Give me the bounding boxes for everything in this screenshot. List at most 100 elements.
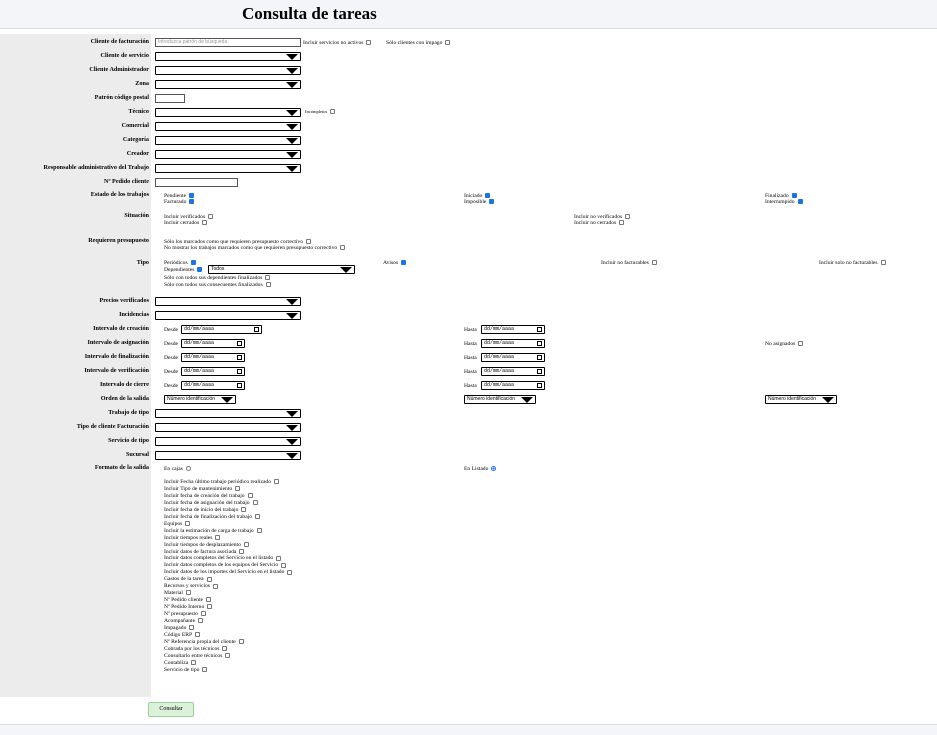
chevron-down-icon [286, 313, 298, 319]
cliente-facturacion-input[interactable]: Introduzca patrón de búsqueda [155, 38, 301, 47]
output-option-checkbox[interactable] [238, 639, 244, 645]
output-option-checkbox[interactable] [241, 507, 247, 513]
solo-impago-checkbox[interactable] [445, 40, 451, 46]
avisos-checkbox[interactable] [401, 260, 407, 266]
output-option-checkbox[interactable] [189, 625, 195, 631]
iniciado-checkbox[interactable] [485, 193, 491, 199]
trabajo-tipo-select[interactable] [155, 409, 301, 418]
incl-cerrados-checkbox[interactable] [202, 220, 208, 226]
finalizado-checkbox[interactable] [791, 193, 797, 199]
servicio-tipo-select[interactable] [155, 437, 301, 446]
cliente-servicio-select[interactable] [155, 52, 301, 61]
row-cliente-facturacion: Cliente de facturación Introduzca patrón… [0, 37, 937, 51]
output-option-checkbox[interactable] [185, 520, 191, 526]
asignacion-hasta-date[interactable]: dd/mm/aaaa [481, 339, 545, 348]
row-requieren: Requieren presupuesto Sólo los marcados … [0, 236, 937, 256]
cierre-desde-date[interactable]: dd/mm/aaaa [181, 381, 245, 390]
asignacion-desde-date[interactable]: dd/mm/aaaa [181, 339, 245, 348]
incl-cerrados: Incluir cerrados [164, 219, 208, 227]
orden-select-2[interactable]: Número identificación [464, 395, 536, 404]
label-precios: Precios verificados [99, 297, 149, 304]
solo-fin-checkbox[interactable] [265, 275, 271, 281]
interrumpido-checkbox[interactable] [797, 199, 803, 205]
finalizacion-hasta-date[interactable]: dd/mm/aaaa [481, 353, 545, 362]
creacion-hasta-date[interactable]: dd/mm/aaaa [481, 325, 545, 334]
incluir-no-activos-checkbox[interactable] [366, 40, 372, 46]
responsable-select[interactable] [155, 164, 301, 173]
en-listado-radio[interactable] [491, 466, 497, 472]
output-option-checkbox[interactable] [206, 576, 212, 582]
output-option-checkbox[interactable] [281, 562, 287, 568]
incl-no-verificados-checkbox[interactable] [625, 214, 631, 220]
output-option-checkbox[interactable] [247, 493, 253, 499]
finalizacion-desde-date[interactable]: dd/mm/aaaa [181, 353, 245, 362]
precios-select[interactable] [155, 297, 301, 306]
output-option-checkbox[interactable] [191, 660, 197, 665]
output-option-checkbox[interactable] [202, 666, 208, 672]
output-option-checkbox[interactable] [225, 653, 231, 659]
periodicos-checkbox[interactable] [190, 260, 196, 266]
cierre-hasta-date[interactable]: dd/mm/aaaa [481, 381, 545, 390]
output-option-checkbox[interactable] [256, 527, 262, 533]
output-option-checkbox[interactable] [235, 486, 241, 492]
incompletos-checkbox[interactable] [330, 109, 336, 115]
no-facturables-checkbox[interactable] [651, 260, 657, 266]
calendar-icon [537, 355, 542, 360]
label-patron-cp: Patrón código postal [94, 94, 149, 101]
orden-select-3[interactable]: Número identificación [765, 395, 837, 404]
output-option-checkbox[interactable] [274, 479, 280, 485]
incl-verificados-checkbox[interactable] [208, 214, 214, 220]
output-option-checkbox[interactable] [287, 569, 293, 575]
dependientes-select[interactable]: Todos [208, 265, 355, 274]
output-option-checkbox[interactable] [255, 513, 261, 519]
output-option-checkbox[interactable] [243, 541, 249, 547]
dependientes-checkbox[interactable] [197, 267, 203, 273]
output-option-checkbox[interactable] [200, 611, 206, 617]
output-option-checkbox[interactable] [185, 590, 191, 596]
creador-select[interactable] [155, 150, 301, 159]
output-option-checkbox[interactable] [206, 597, 212, 603]
requieren-no-mostrar-checkbox[interactable] [340, 245, 346, 251]
output-option-checkbox[interactable] [198, 618, 204, 624]
solo-no-facturables-checkbox[interactable] [880, 260, 886, 266]
sucursal-select[interactable] [155, 451, 301, 460]
consultar-button[interactable]: Consultar [148, 702, 194, 717]
desde-label: Desde [164, 369, 178, 375]
requieren-solo-checkbox[interactable] [306, 239, 312, 245]
output-option-checkbox[interactable] [252, 500, 258, 506]
incl-no-cerrados-checkbox[interactable] [619, 220, 625, 226]
facturado-checkbox[interactable] [189, 199, 195, 205]
patron-cp-input[interactable] [155, 94, 185, 103]
pedido-cliente-input[interactable] [155, 178, 238, 187]
calendar-icon [237, 383, 242, 388]
cliente-admin-select[interactable] [155, 66, 301, 75]
hasta-label: Hasta [464, 327, 477, 333]
output-option-checkbox[interactable] [276, 555, 282, 561]
verificacion-desde-date[interactable]: dd/mm/aaaa [181, 367, 245, 376]
tipo-cliente-select[interactable] [155, 423, 301, 432]
incidencias-select[interactable] [155, 311, 301, 320]
no-asignados-checkbox[interactable] [798, 341, 804, 347]
label-responsable: Responsable administrativo del Trabajo [43, 164, 149, 171]
output-option-checkbox[interactable] [239, 548, 245, 554]
output-option-checkbox[interactable] [222, 646, 228, 652]
output-option-item: Nº Referencia propia del cliente [164, 639, 292, 646]
creacion-desde-date[interactable]: dd/mm/aaaa [181, 325, 262, 334]
output-option-checkbox[interactable] [195, 632, 201, 638]
categoria-select[interactable] [155, 136, 301, 145]
output-option-checkbox[interactable] [213, 583, 218, 589]
output-option-checkbox[interactable] [215, 534, 221, 540]
row-estado: Estado de los trabajos Pendiente Factura… [0, 190, 937, 210]
en-cajas-radio[interactable] [185, 466, 191, 472]
verificacion-hasta-date[interactable]: dd/mm/aaaa [481, 367, 545, 376]
row-int-cierre: Intervalo de cierre Desde dd/mm/aaaa Has… [0, 380, 937, 394]
zona-select[interactable] [155, 80, 301, 89]
comercial-select[interactable] [155, 122, 301, 131]
output-option-checkbox[interactable] [207, 604, 213, 610]
label-orden: Orden de la salida [100, 395, 149, 402]
imposible-checkbox[interactable] [489, 199, 495, 205]
solo-consecuentes-checkbox[interactable] [265, 282, 271, 288]
tecnico-select[interactable] [155, 108, 301, 117]
orden-select-1[interactable]: Número identificación [164, 395, 236, 404]
pendiente-checkbox[interactable] [189, 193, 195, 199]
